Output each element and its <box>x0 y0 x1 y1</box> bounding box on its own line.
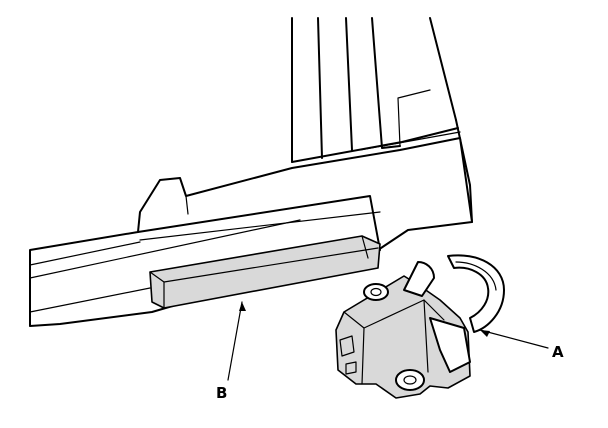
part-b-block <box>149 235 381 309</box>
leader-a <box>479 329 549 349</box>
arrowhead-a <box>480 330 490 337</box>
housing-bracket <box>291 17 473 223</box>
callout-a-label: A <box>552 343 564 361</box>
leader-b <box>227 301 243 381</box>
callout-leaders <box>227 301 549 381</box>
part-a-clamp <box>335 254 505 399</box>
arrowhead-b <box>239 302 246 311</box>
callout-b-label: B <box>216 384 227 402</box>
rail-assembly <box>29 137 473 327</box>
